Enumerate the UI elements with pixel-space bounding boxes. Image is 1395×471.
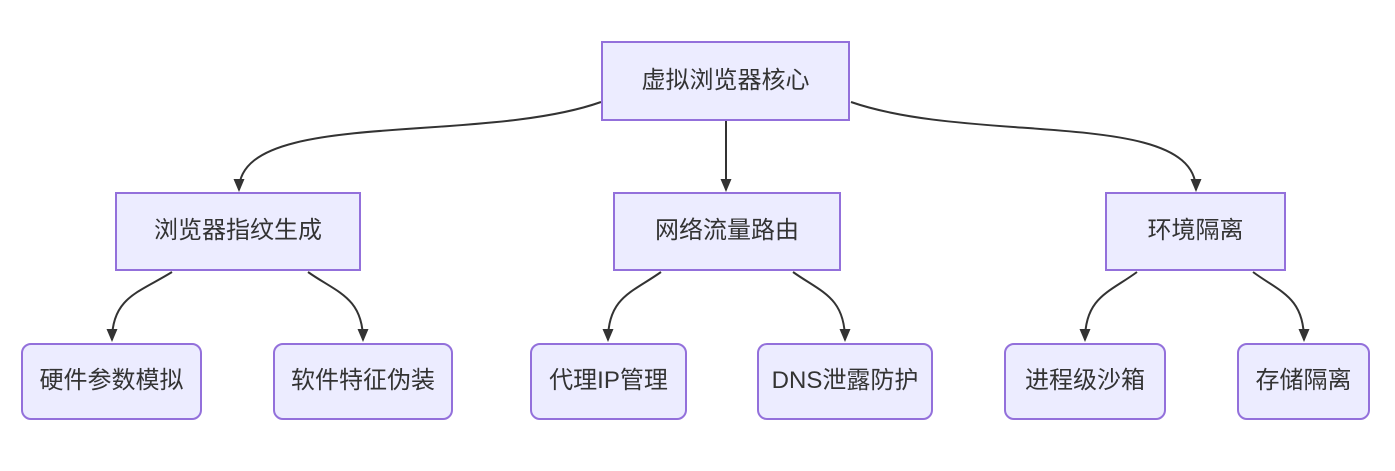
node-label: 网络流量路由 xyxy=(655,217,799,245)
edge-fingerprint-to-hardware xyxy=(106,271,173,342)
edge-core-to-fingerprint xyxy=(233,101,602,192)
edge-network-to-dns xyxy=(792,271,851,342)
edge-network-to-proxy xyxy=(602,271,662,342)
node-proxy-ip-management: 代理IP管理 xyxy=(530,343,687,420)
edge-fingerprint-to-software xyxy=(307,271,369,342)
node-process-level-sandbox: 进程级沙箱 xyxy=(1004,343,1166,420)
node-software-feature-masquerade: 软件特征伪装 xyxy=(273,343,453,420)
node-label: 硬件参数模拟 xyxy=(39,367,184,395)
node-label: 存储隔离 xyxy=(1255,367,1352,395)
edge-isolation-to-storage xyxy=(1252,271,1310,342)
node-label: 环境隔离 xyxy=(1147,217,1244,245)
node-label: 虚拟浏览器核心 xyxy=(641,66,810,94)
node-dns-leak-protection: DNS泄露防护 xyxy=(757,343,933,420)
node-label: 浏览器指纹生成 xyxy=(154,217,322,245)
node-browser-fingerprint-generation: 浏览器指纹生成 xyxy=(115,192,361,271)
node-storage-isolation: 存储隔离 xyxy=(1237,343,1370,420)
node-label: 进程级沙箱 xyxy=(1025,367,1145,395)
edge-isolation-to-sandbox xyxy=(1079,271,1138,342)
node-virtual-browser-core: 虚拟浏览器核心 xyxy=(601,41,850,121)
node-label: DNS泄露防护 xyxy=(771,367,919,395)
node-hardware-parameter-simulation: 硬件参数模拟 xyxy=(21,343,202,420)
node-label: 代理IP管理 xyxy=(549,367,668,395)
edge-core-to-isolation xyxy=(850,101,1202,192)
node-label: 软件特征伪装 xyxy=(291,367,435,395)
node-network-traffic-routing: 网络流量路由 xyxy=(613,192,841,271)
node-environment-isolation: 环境隔离 xyxy=(1105,192,1286,271)
